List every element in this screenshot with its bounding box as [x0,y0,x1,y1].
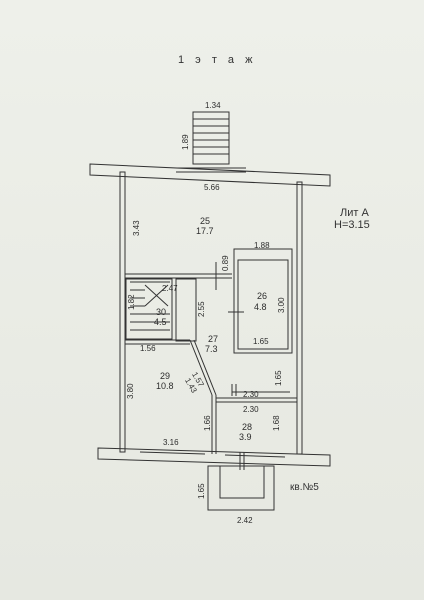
dim-porch-bottom-height: 1.65 [197,483,206,499]
floor-title: 1 э т а ж [178,54,257,66]
room-27-number: 27 [208,334,219,344]
right-wall [296,181,303,455]
room-26-area: 4.8 [254,302,267,312]
dim-corridor-height: 2.55 [197,301,206,317]
dim-hall-width: 5.66 [204,183,220,192]
dim-room29-height: 3.80 [126,383,135,399]
room-28-area: 3.9 [239,432,252,442]
dim-porch-bottom-width: 2.42 [237,516,253,525]
left-wall [119,171,126,453]
room-28-number: 28 [242,422,253,432]
room-29-area: 10.8 [156,381,174,391]
room-30-area: 4.5 [154,317,167,327]
dim-room28-height-left: 1.66 [203,415,212,431]
dim-room28-height-right: 1.68 [272,415,281,431]
dim-room28-right-top: 1.65 [274,370,283,386]
dim-room29-width: 1.56 [140,344,156,353]
room-26-number: 26 [257,291,268,301]
stair-30 [125,278,173,340]
apartment-label: кв.№5 [290,482,319,493]
room-29-number: 29 [160,371,171,381]
room-25-number: 25 [200,216,211,226]
liter-label: Лит А [340,207,369,219]
dim-stair-height: 1.82 [127,294,136,310]
room-26-inner [237,259,289,350]
dim-room29-bottom: 3.16 [163,438,179,447]
room-25-area: 17.7 [196,226,214,236]
top-porch [192,111,230,165]
room-30-number: 30 [156,307,167,317]
dim-room28-inner-width: 2.30 [243,405,259,414]
dim-stair-width: 2.47 [162,284,178,293]
dim-room28-top-width: 2.30 [243,390,259,399]
dim-room26-height: 3.00 [277,297,286,313]
dim-room26-bottom: 1.65 [253,337,269,346]
top-wall [89,163,331,187]
room-27-area: 7.3 [205,344,218,354]
height-label: Н=3.15 [334,219,370,231]
dim-porch-top-width: 1.34 [205,101,221,110]
dim-gap-089: 0.89 [221,255,230,271]
dim-room26-width: 1.88 [254,241,270,250]
bottom-wall [97,447,331,467]
room-26-walls [233,248,293,354]
dim-hall-height: 3.43 [132,220,141,236]
dim-porch-top-height: 1.89 [181,134,190,150]
